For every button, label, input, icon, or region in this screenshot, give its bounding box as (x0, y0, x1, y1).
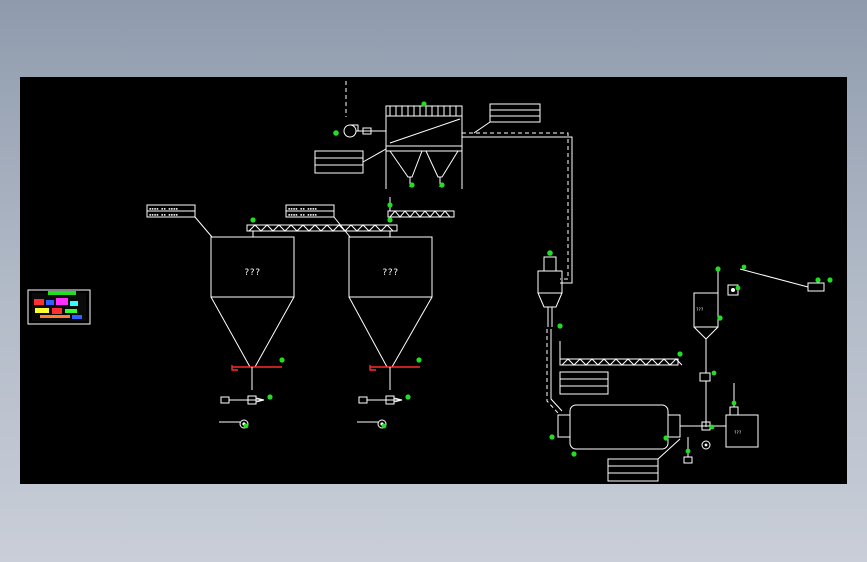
filter-screw-conveyor[interactable] (387, 197, 455, 218)
ball-mill[interactable] (549, 371, 710, 482)
bag-filter[interactable] (314, 81, 541, 189)
right-silo[interactable]: ▪▪▪▪ ▪▪ ▪▪▪▪ ▪▪▪▪ ▪▪ ▪▪▪▪ ??? (285, 204, 433, 429)
process-flow-diagram: ▪▪▪▪ ▪▪ ▪▪▪▪ ▪▪▪▪ ▪▪ ▪▪▪▪ ??? ▪▪▪▪ ▪▪ ▪▪… (27, 81, 833, 482)
silo-left-label: ??? (244, 268, 260, 278)
tank-label: ??? (734, 430, 742, 435)
svg-text:▪▪▪▪ ▪▪ ▪▪▪▪: ▪▪▪▪ ▪▪ ▪▪▪▪ (149, 206, 178, 211)
left-silo[interactable]: ▪▪▪▪ ▪▪ ▪▪▪▪ ▪▪▪▪ ▪▪ ▪▪▪▪ ??? (146, 204, 295, 429)
svg-text:▪▪▪▪ ▪▪ ▪▪▪▪: ▪▪▪▪ ▪▪ ▪▪▪▪ (288, 206, 317, 211)
minimap-thumbnail[interactable] (27, 289, 91, 325)
silo-right-label: ??? (382, 268, 398, 278)
svg-text:▪▪▪▪ ▪▪ ▪▪▪▪: ▪▪▪▪ ▪▪ ▪▪▪▪ (149, 212, 178, 217)
cyclone-separator[interactable] (537, 250, 563, 414)
pneumatic-transfer-line (462, 132, 573, 284)
cad-drawing-viewport[interactable]: ▪▪▪▪ ▪▪ ▪▪▪▪ ▪▪▪▪ ▪▪ ▪▪▪▪ ??? ▪▪▪▪ ▪▪ ▪▪… (20, 77, 847, 484)
svg-text:▪▪▪▪ ▪▪ ▪▪▪▪: ▪▪▪▪ ▪▪ ▪▪▪▪ (288, 212, 317, 217)
top-screw-conveyor[interactable] (246, 217, 398, 237)
mill-screw-conveyor[interactable] (559, 341, 683, 366)
mixer-column[interactable]: ??? (693, 264, 833, 427)
mixer-label: ??? (696, 307, 704, 312)
storage-tank[interactable]: ??? (701, 383, 759, 450)
